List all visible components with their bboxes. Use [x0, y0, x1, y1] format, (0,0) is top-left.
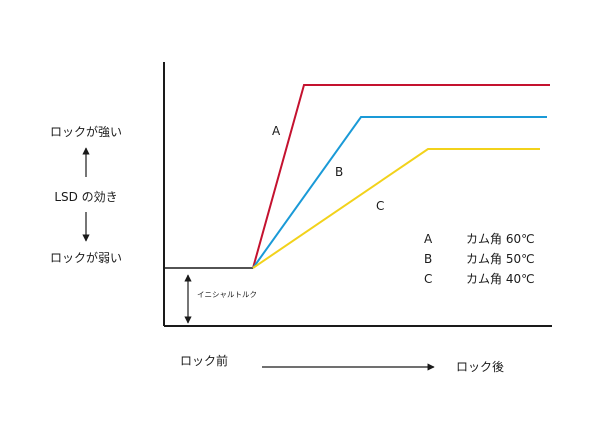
- curve-c-line: [252, 148, 540, 269]
- y-axis-center-label: LSD の効き: [54, 189, 117, 204]
- x-axis-start-label: ロック前: [180, 353, 228, 368]
- legend-text-a: カム角 60℃: [466, 232, 535, 246]
- curve-b-line: [252, 116, 547, 269]
- legend-letter-b: B: [424, 252, 432, 266]
- x-axis-end-label: ロック後: [456, 360, 504, 374]
- curve-a-line: [252, 84, 550, 269]
- legend: A カム角 60℃ B カム角 50℃ C カム角 40℃: [424, 232, 535, 286]
- legend-text-c: カム角 40℃: [466, 272, 535, 286]
- y-axis-weak-label: ロックが弱い: [50, 250, 122, 265]
- legend-text-b: カム角 50℃: [466, 252, 535, 266]
- y-axis-strong-label: ロックが強い: [50, 124, 122, 139]
- curve-b-label: B: [335, 165, 343, 179]
- legend-letter-a: A: [424, 232, 433, 246]
- curve-a-label: A: [272, 124, 281, 138]
- initial-torque-label: イニシャルトルク: [197, 290, 257, 299]
- curve-c-label: C: [376, 199, 384, 213]
- legend-letter-c: C: [424, 272, 432, 286]
